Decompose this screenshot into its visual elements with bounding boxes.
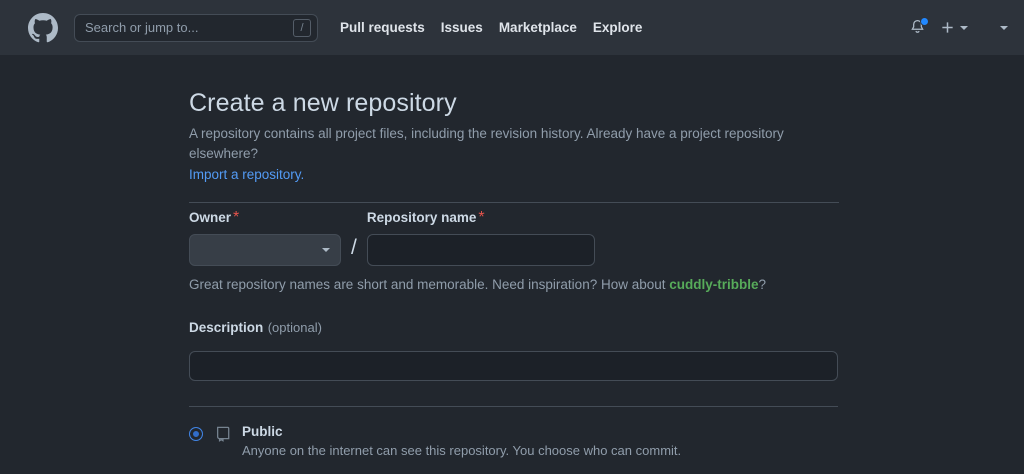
repository-name-required-marker: * xyxy=(478,208,485,226)
visibility-divider xyxy=(189,405,838,407)
primary-nav: Pull requests Issues Marketplace Explore xyxy=(340,20,642,35)
page-subtitle-text: A repository contains all project files,… xyxy=(189,126,784,162)
global-header: Search or jump to... / Pull requests Iss… xyxy=(0,0,1024,55)
repository-name-input[interactable] xyxy=(366,233,595,266)
owner-label: Owner xyxy=(189,209,232,225)
hint-suffix: ? xyxy=(758,276,767,292)
section-divider xyxy=(189,201,839,203)
hint-prefix: Great repository names are short and mem… xyxy=(189,276,670,292)
visibility-public-title: Public xyxy=(242,423,283,439)
repository-name-field: Repository name* xyxy=(366,209,595,266)
github-mark-icon[interactable] xyxy=(28,12,58,43)
description-field: Description (optional) xyxy=(189,319,839,381)
bell-icon xyxy=(911,19,924,33)
description-optional-note: (optional) xyxy=(267,319,322,335)
visibility-option-public[interactable]: Public Anyone on the internet can see th… xyxy=(189,424,839,459)
visibility-options: Public Anyone on the internet can see th… xyxy=(189,424,839,474)
chevron-down-icon xyxy=(1000,25,1008,30)
nav-link-marketplace[interactable]: Marketplace xyxy=(498,20,577,35)
visibility-public-description: Anyone on the internet can see this repo… xyxy=(242,442,682,458)
nav-link-issues[interactable]: Issues xyxy=(440,20,483,35)
search-placeholder: Search or jump to... xyxy=(85,20,199,35)
page-title: Create a new repository xyxy=(189,89,457,117)
create-repository-form: Create a new repository A repository con… xyxy=(189,55,839,474)
owner-select[interactable] xyxy=(189,233,341,266)
owner-required-marker: * xyxy=(233,208,240,226)
notification-unread-dot xyxy=(920,17,929,26)
radio-public[interactable] xyxy=(189,426,203,441)
header-actions xyxy=(909,0,1008,55)
owner-label-line: Owner* xyxy=(189,209,349,227)
description-input[interactable] xyxy=(189,350,838,381)
chevron-down-icon xyxy=(960,25,968,30)
import-repository-link[interactable]: Import a repository. xyxy=(189,166,305,182)
create-new-button[interactable] xyxy=(940,20,968,35)
chevron-down-icon xyxy=(322,247,330,252)
repo-book-icon xyxy=(215,424,232,447)
visibility-public-text: Public Anyone on the internet can see th… xyxy=(242,424,681,459)
repository-name-hint: Great repository names are short and mem… xyxy=(189,277,839,292)
plus-icon xyxy=(942,22,953,33)
nav-link-explore[interactable]: Explore xyxy=(592,20,643,35)
repository-name-label-line: Repository name* xyxy=(367,209,595,227)
owner-name-separator: / xyxy=(351,235,357,259)
notifications-button[interactable] xyxy=(909,17,929,36)
page-subtitle: A repository contains all project files,… xyxy=(189,124,839,185)
owner-and-name-row: Owner* / Repository name* xyxy=(189,209,839,266)
suggested-repository-name[interactable]: cuddly-tribble xyxy=(669,276,759,292)
owner-field: Owner* xyxy=(189,209,349,266)
avatar[interactable] xyxy=(1000,25,1008,30)
search-input[interactable]: Search or jump to... / xyxy=(74,13,318,42)
repository-name-label: Repository name xyxy=(366,209,477,225)
nav-link-pull-requests[interactable]: Pull requests xyxy=(340,20,425,35)
search-shortcut-badge: / xyxy=(293,18,311,37)
description-label-line: Description (optional) xyxy=(189,319,839,337)
description-label: Description xyxy=(189,319,264,335)
